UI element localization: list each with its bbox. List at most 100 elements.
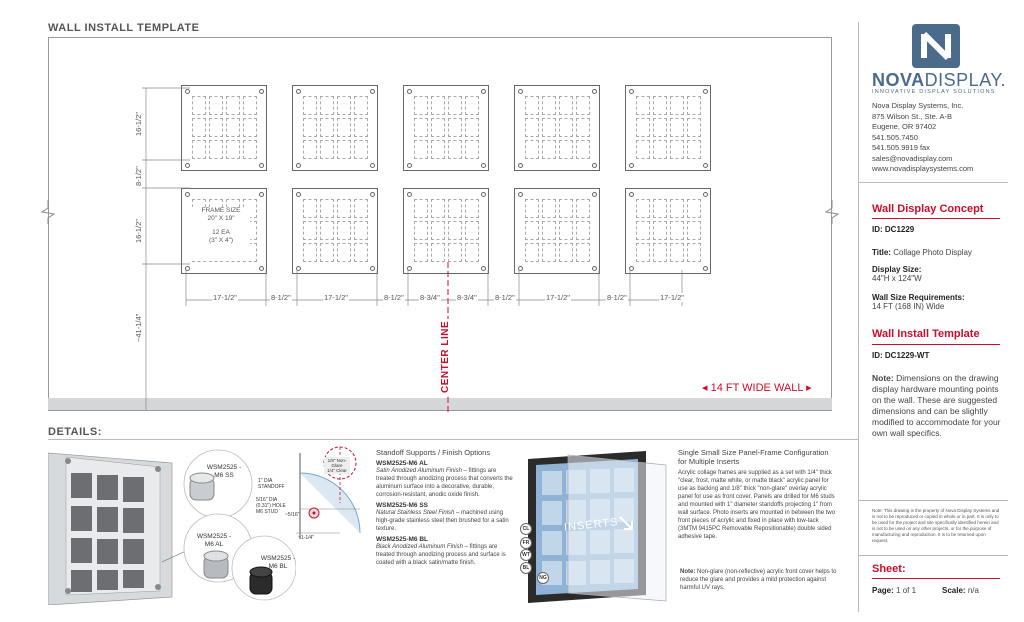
diagram-label-dim1: ~5/16" xyxy=(285,512,300,518)
ss-subtitle: Natural Stainless Steel Finish xyxy=(376,510,455,516)
photo-slot xyxy=(576,199,590,218)
frame-size-line2: 20" X 19" xyxy=(207,215,235,222)
photo-slot xyxy=(243,96,257,115)
photo-slot xyxy=(226,96,240,115)
title-block xyxy=(858,22,1008,612)
wall-width-text: 14 FT WIDE WALL xyxy=(710,382,804,394)
config-description: Acrylic collage frames are supplied as a… xyxy=(678,470,836,540)
photo-slot xyxy=(465,199,479,218)
photo-slot xyxy=(448,96,462,115)
dim-horizontal-8: 17-1/2" xyxy=(545,293,571,302)
cross-section-diagram xyxy=(296,446,361,539)
standoff-hole xyxy=(592,163,597,168)
collage-panel xyxy=(181,85,267,171)
photo-slot xyxy=(448,221,462,240)
photo-slot xyxy=(636,221,650,240)
concept-id-label: ID: xyxy=(872,225,883,234)
photo-slot xyxy=(542,199,556,218)
diagram-label-dia: 1" DIA STANDOFF xyxy=(258,478,285,490)
photo-slot xyxy=(226,140,240,159)
page-value: 1 of 1 xyxy=(896,586,917,595)
diagram-label-dim2: ~1-1/4" xyxy=(298,535,315,541)
standoff-hole xyxy=(518,163,523,168)
photo-slot xyxy=(354,118,368,137)
photo-slot xyxy=(303,243,317,262)
finish-badge: WT xyxy=(520,549,532,561)
template-id: ID: DC1229-WT xyxy=(872,351,929,360)
photo-slot xyxy=(337,199,351,218)
company-address: Nova Display Systems, Inc. 875 Wilson St… xyxy=(872,101,973,175)
bl-subtitle: Black Anodized Aluminum Finish xyxy=(376,544,463,550)
photo-slot xyxy=(414,118,428,137)
collage-panel xyxy=(625,188,711,274)
brand-tagline: INNOVATIVE DISPLAY SOLUTIONS xyxy=(872,89,996,95)
photo-slot xyxy=(414,140,428,159)
center-line-label: CENTER LINE xyxy=(440,318,451,395)
standoff-hole xyxy=(407,89,412,94)
wall-size-req: Wall Size Requirements:14 FT (168 IN) Wi… xyxy=(872,293,965,311)
standoff-hole xyxy=(592,266,597,271)
photo-slot xyxy=(576,96,590,115)
photo-slot xyxy=(576,243,590,262)
photo-slot xyxy=(525,140,539,159)
arrow-left-icon: ◂ xyxy=(702,382,711,394)
photo-slot xyxy=(337,243,351,262)
photo-slot xyxy=(226,118,240,137)
dim-vertical-1: 16-1/2" xyxy=(134,112,143,136)
photo-slot xyxy=(465,243,479,262)
concept-title-value: Collage Photo Display xyxy=(893,248,972,257)
floor-strip xyxy=(48,398,832,410)
photo-slot xyxy=(653,96,667,115)
concept-title-label: Title: xyxy=(872,248,891,257)
photo-slot xyxy=(209,96,223,115)
standoff-hole xyxy=(185,192,190,197)
photo-slot xyxy=(525,118,539,137)
photo-slot xyxy=(687,199,701,218)
photo-slot xyxy=(687,118,701,137)
photo-slot xyxy=(192,96,206,115)
standoff-label-bl: WSM2525 -M6 BL xyxy=(260,555,296,570)
dim-horizontal-6: 8-3/4" xyxy=(456,293,478,302)
photo-slot xyxy=(465,140,479,159)
collage-panel xyxy=(292,188,378,274)
standoff-hole xyxy=(629,266,634,271)
scale: Scale: n/a xyxy=(942,586,979,595)
concept-id-value: DC1229 xyxy=(884,225,915,234)
details-rule xyxy=(48,439,858,440)
standoff-hole xyxy=(296,192,301,197)
standoff-hole xyxy=(518,89,523,94)
photo-slot xyxy=(670,221,684,240)
dim-horizontal-10: 17-1/2" xyxy=(659,293,685,302)
standoff-hole xyxy=(185,266,190,271)
photo-slot xyxy=(337,221,351,240)
photo-slot xyxy=(414,243,428,262)
standoff-label-al: WSM2525 -M6 AL xyxy=(196,533,232,548)
photo-slot xyxy=(192,140,206,159)
photo-slot xyxy=(303,199,317,218)
al-title: WSM2525-M6 AL xyxy=(376,460,428,467)
panel-perspective-illustration xyxy=(48,452,173,605)
photo-slot xyxy=(636,243,650,262)
photo-slot xyxy=(525,96,539,115)
template-id-label: ID: xyxy=(872,351,883,360)
photo-slot xyxy=(354,221,368,240)
photo-slot xyxy=(209,140,223,159)
photo-slot xyxy=(687,221,701,240)
callout-lines xyxy=(155,500,189,563)
photo-slot xyxy=(209,118,223,137)
standoff-hole xyxy=(296,266,301,271)
photo-slot xyxy=(465,221,479,240)
photo-slot xyxy=(320,199,334,218)
dim-horizontal-9: 8-1/2" xyxy=(606,293,628,302)
concept-rule xyxy=(872,218,1000,219)
collage-panel xyxy=(514,188,600,274)
photo-slot xyxy=(354,96,368,115)
photo-slot xyxy=(636,96,650,115)
photo-slot xyxy=(465,96,479,115)
photo-slot xyxy=(414,199,428,218)
photo-slot xyxy=(542,221,556,240)
wall-width-label: ◂ 14 FT WIDE WALL ▸ xyxy=(702,381,812,394)
concept-title: Title: Collage Photo Display xyxy=(872,248,972,257)
finish-badge: FR xyxy=(520,537,532,549)
photo-slot xyxy=(670,96,684,115)
